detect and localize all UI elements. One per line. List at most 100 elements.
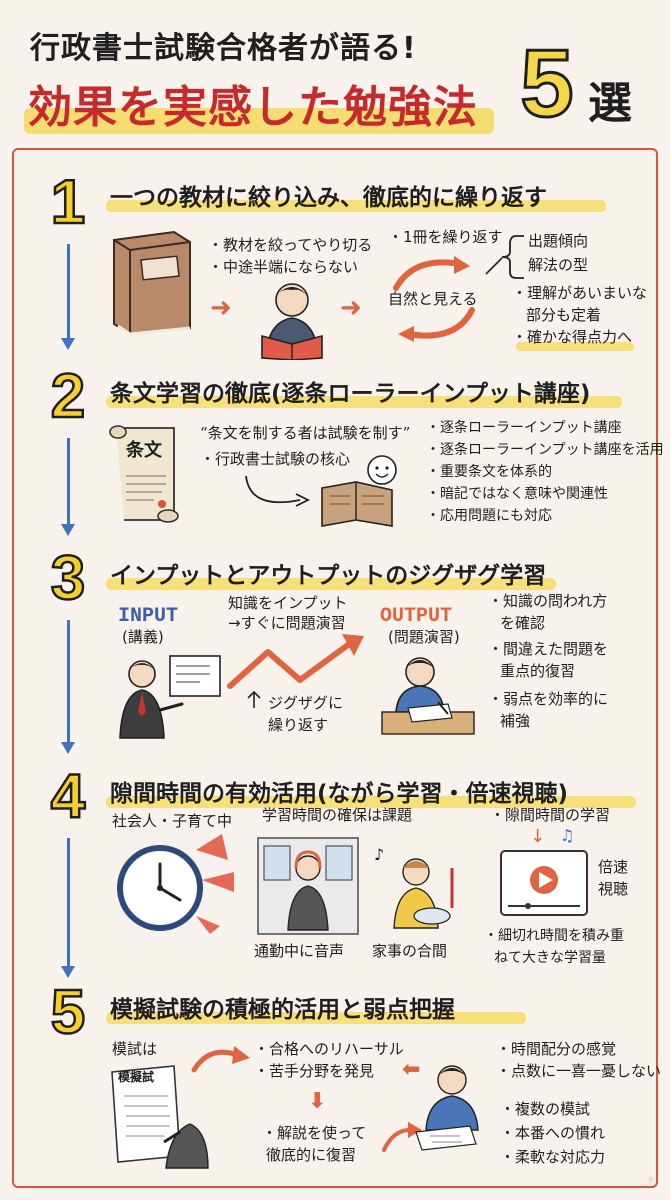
section2-arrow-head	[61, 524, 75, 536]
s3-right-bullet-2: を確認	[500, 614, 546, 632]
s5-review-1: ・解説を使って	[262, 1124, 367, 1142]
s5-back-arrow-icon: ⬅	[402, 1057, 421, 1082]
student-test-icon	[415, 1065, 479, 1151]
header-line2: 効果を実感した勉強法	[28, 82, 478, 133]
s5-review-2: 徹底的に復習	[266, 1146, 357, 1164]
s4-down-arrow-icon: ↓	[530, 826, 546, 847]
sparkle-icon: ✦	[644, 1170, 658, 1189]
section4-connector	[67, 838, 70, 968]
s3-zigzag-top-2: →すぐに問題演習	[228, 614, 346, 632]
s4-music-note-icon: ♫	[560, 826, 575, 845]
s5-center-bullet-2: ・苦手分野を発見	[254, 1062, 375, 1080]
section5-title: 模擬試験の積極的活用と弱点把握	[110, 997, 455, 1023]
s2-curved-arrow-icon	[245, 475, 311, 507]
zigzag-arrow-icon	[227, 634, 364, 689]
scroll-icon	[109, 425, 179, 523]
s1-right-bullet-2: 部分も定着	[526, 306, 602, 324]
s3-right-bullet-3: ・間違えた問題を	[488, 640, 609, 658]
s1-right-bullet-1: ・理解があいまいな	[512, 284, 648, 302]
s4-speed-1: 倍速	[598, 858, 629, 876]
s5-paper-label: 模擬試	[118, 1070, 155, 1084]
s1-arrow-icon-2: ➜	[340, 293, 362, 323]
s3-zigzag-top-1: 知識をインプット	[228, 594, 348, 612]
s3-input-label: INPUT	[118, 605, 179, 628]
s4-bottom-2: ねて大きな学習量	[494, 950, 606, 966]
section4-arrow-head	[61, 966, 75, 978]
s3-right-bullet-4: 重点的復習	[500, 662, 576, 680]
s2-right-bullet-4: ・暗記ではなく意味や関連性	[426, 486, 608, 502]
title-highlight	[24, 108, 494, 134]
header-suffix: 選	[588, 78, 632, 129]
section3-number: 3	[50, 543, 87, 615]
s1-right-bullet-3: ・確かな得点力へ	[512, 328, 633, 346]
s4-bottom-1: ・細切れ時間を積み重	[484, 928, 624, 944]
s3-zigzag-bottom-2: 繰り返す	[268, 716, 329, 734]
section2-title-highlight	[106, 396, 622, 408]
video-player-icon	[500, 850, 588, 916]
s3-zigzag-bottom-1: ジグザグに	[268, 694, 344, 712]
s2-right-bullet-1: ・逐条ローラーインプット講座	[426, 420, 622, 436]
student-reading-icon	[261, 283, 323, 360]
s3-right-bullet-6: 補強	[500, 712, 531, 730]
s3-input-sub: (講義)	[122, 628, 164, 646]
s2-quote: “条文を制する者は試験を制す”	[200, 424, 411, 442]
section1-title: 一つの教材に絞り込み、徹底的に繰り返す	[110, 185, 547, 211]
s3-output-label: OUTPUT	[380, 605, 453, 628]
s4-housework: 家事の合間	[372, 942, 448, 960]
s1-left-bullet-1: ・教材を絞ってやり切る	[208, 236, 373, 254]
s2-core: ・行政書士試験の核心	[200, 450, 351, 468]
s3-right-bullet-5: ・弱点を効率的に	[488, 690, 609, 708]
s1-cycle-center: 自然と見える	[388, 290, 478, 308]
s2-scroll-label: 条文	[126, 440, 162, 461]
s5-right-bottom-2: ・本番への慣れ	[500, 1124, 606, 1142]
section5-title-highlight	[106, 1012, 526, 1024]
s1-cycle-top: ・1冊を繰り返す	[388, 228, 503, 246]
s2-right-bullet-2: ・逐条ローラーインプット講座を活用	[426, 442, 664, 458]
header-number: 5	[519, 30, 575, 137]
section1-connector	[67, 244, 70, 340]
s4-center-label: 学習時間の確保は課題	[262, 806, 413, 824]
s5-center-bullet-1: ・合格へのリハーサル	[254, 1040, 404, 1058]
section3-title: インプットとアウトプットのジグザグ学習	[110, 563, 547, 589]
s1-arrow-icon-1: ➜	[210, 293, 232, 323]
s2-right-bullet-5: ・応用問題にも対応	[426, 508, 552, 524]
s3-output-sub: (問題演習)	[388, 628, 460, 646]
section3-title-highlight	[106, 578, 556, 590]
s5-down-arrow-icon: ⬇	[308, 1089, 327, 1114]
s2-right-bullet-3: ・重要条文を体系的	[426, 464, 552, 480]
s1-highlight	[516, 342, 634, 351]
s5-arrow-icon-1	[191, 1046, 250, 1073]
cycle-arrows-icon	[393, 256, 475, 342]
s5-right-top-1: ・時間配分の感覚	[496, 1040, 617, 1058]
commuter-icon	[257, 837, 359, 935]
section1-title-highlight	[106, 200, 606, 212]
section5-number: 5	[50, 977, 87, 1049]
section1-number: 1	[50, 167, 87, 239]
section1-arrow-head	[61, 338, 75, 350]
s5-right-bottom-3: ・柔軟な対応力	[500, 1148, 606, 1166]
s5-right-bottom-1: ・複数の模試	[500, 1100, 591, 1118]
s4-right-label: ・隙間時間の学習	[490, 806, 611, 824]
housework-icon: ♪	[374, 845, 454, 929]
s1-bracket-item-2: 解法の型	[528, 256, 589, 274]
s3-right-bullet-1: ・知識の問われ方	[488, 592, 608, 610]
header-line1: 行政書士試験合格者が語る!	[30, 31, 417, 66]
book-icon	[113, 230, 191, 336]
section4-title: 隙間時間の有効活用(ながら学習・倍速視聴)	[110, 781, 569, 807]
person-reading-icon	[321, 455, 397, 527]
s5-left-label: 模試は	[112, 1040, 158, 1058]
s4-speed-2: 視聴	[598, 880, 629, 898]
exam-paper-icon	[111, 1065, 209, 1169]
section3-connector	[67, 620, 70, 744]
s1-left-bullet-2: ・中途半端にならない	[208, 258, 359, 276]
s4-left-label: 社会人・子育て中	[112, 812, 233, 830]
section4-number: 4	[50, 761, 87, 833]
section2-connector	[67, 438, 70, 526]
clock-icon	[117, 834, 234, 934]
student-writing-icon	[381, 657, 475, 735]
section2-title: 条文学習の徹底(逐条ローラーインプット講座)	[110, 381, 591, 407]
s4-commute: 通勤中に音声	[254, 942, 345, 960]
teacher-icon	[119, 655, 221, 739]
section3-arrow-head	[61, 742, 75, 754]
s5-arrow-icon-2	[382, 1122, 422, 1152]
